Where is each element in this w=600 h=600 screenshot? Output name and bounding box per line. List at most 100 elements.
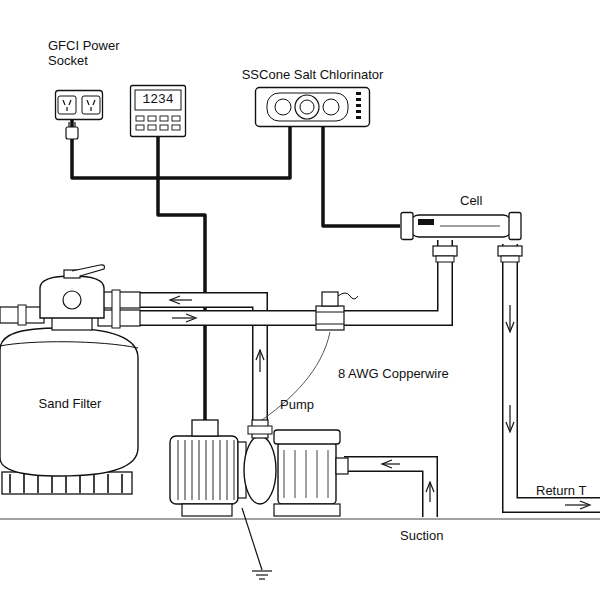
timer-body — [131, 86, 186, 137]
valve-port — [63, 291, 81, 309]
wire-label: 8 AWG Copperwire — [338, 366, 449, 381]
status-led — [356, 98, 361, 101]
bonding-wire — [256, 332, 330, 424]
earth-symbol — [242, 508, 272, 579]
sand-filter: Sand Filter — [0, 262, 140, 496]
base-slat — [79, 474, 81, 493]
return-pipe — [506, 244, 600, 509]
status-led — [356, 116, 361, 119]
motor-fin — [206, 440, 207, 500]
strainer-rib — [328, 450, 329, 498]
control-knob — [275, 99, 291, 115]
cell-cap — [509, 213, 521, 240]
motor-fin — [192, 440, 193, 500]
motor-fin — [234, 440, 235, 500]
cell-sensor — [418, 219, 434, 225]
timer-button — [148, 116, 156, 121]
status-led — [356, 104, 361, 107]
timer-button — [148, 125, 156, 130]
timer-box: 1234 — [130, 85, 186, 137]
motor-fin — [220, 440, 221, 500]
status-led — [356, 110, 361, 113]
pipe-label: Return T — [536, 483, 586, 498]
pipe-bore — [140, 240, 445, 318]
control-dial — [295, 95, 319, 119]
base-slat — [23, 474, 25, 493]
outlet-pin — [69, 100, 71, 105]
device-label: Sand Filter — [39, 396, 102, 411]
outlet-pin — [63, 100, 65, 105]
base-slat — [93, 474, 95, 493]
multiport-valve — [40, 276, 104, 318]
pipe-union — [248, 426, 272, 434]
flow-switch — [316, 292, 358, 330]
pipe-connector — [140, 240, 445, 318]
timer-display — [135, 90, 181, 110]
base-slat — [107, 474, 109, 493]
chlorinator-box: SSCone Salt Chlorinator — [255, 87, 370, 127]
base-slat — [65, 474, 67, 493]
base-slat — [9, 474, 11, 493]
device-label: SSCone Salt Chlorinator — [242, 67, 384, 82]
motor-fin — [227, 440, 228, 500]
status-led — [356, 92, 361, 95]
controller-panel — [267, 93, 348, 121]
pipe-union — [112, 290, 120, 328]
outlet — [58, 96, 76, 114]
cell-body — [410, 215, 512, 237]
cell-plate — [440, 226, 500, 227]
cell-cap — [401, 213, 413, 240]
chlorinator-box-outline — [255, 87, 370, 127]
outlet-pin — [66, 107, 67, 111]
device-label: GFCI Power Socket — [48, 38, 143, 68]
salt-cell: Cell — [400, 212, 522, 240]
device-label: Cell — [460, 193, 482, 208]
control-dial — [300, 100, 314, 114]
cable-line — [323, 127, 400, 226]
power-plug — [66, 122, 78, 139]
terminal-box — [192, 420, 218, 436]
power-socket-outline — [55, 90, 103, 120]
strainer-rib — [284, 450, 285, 498]
motor-fin — [199, 440, 200, 500]
union-nut — [433, 246, 522, 262]
outlet-pin — [93, 100, 95, 105]
pump-volute — [244, 436, 276, 504]
socket-body — [56, 91, 103, 120]
timer-button — [172, 125, 180, 130]
pump-unit-outline — [168, 420, 348, 516]
cable-line — [158, 137, 205, 420]
filter-tank — [0, 328, 138, 476]
motor-fin — [178, 440, 179, 500]
strainer-lid — [274, 430, 340, 444]
timer-button — [160, 116, 168, 121]
device-label: Pump — [280, 397, 314, 412]
tank-seam — [0, 342, 138, 348]
pump-unit: Pump — [168, 420, 348, 516]
control-knob — [323, 99, 339, 115]
timer-button — [136, 125, 144, 130]
valve-lever — [72, 265, 105, 276]
pipe-wall — [140, 240, 445, 318]
cable-connector — [323, 127, 400, 226]
controller-body — [256, 88, 370, 127]
timer-readout: 1234 — [135, 92, 181, 107]
base-slat — [51, 474, 53, 493]
timer-button — [160, 125, 168, 130]
motor-foot — [182, 504, 232, 516]
flow-arrows — [170, 296, 264, 372]
outlet — [82, 96, 100, 114]
timer-button — [136, 116, 144, 121]
salt-cell-outline — [400, 212, 522, 240]
pipe-union — [18, 305, 26, 325]
floor-line — [0, 519, 600, 520]
pump-base — [274, 504, 340, 516]
base-slat — [37, 474, 39, 493]
strainer-rib — [306, 450, 307, 498]
outlet-pin — [87, 100, 89, 105]
motor-fin — [213, 440, 214, 500]
timer-button — [172, 116, 180, 121]
strainer-rib — [295, 450, 296, 498]
outlet-pin — [90, 107, 91, 111]
